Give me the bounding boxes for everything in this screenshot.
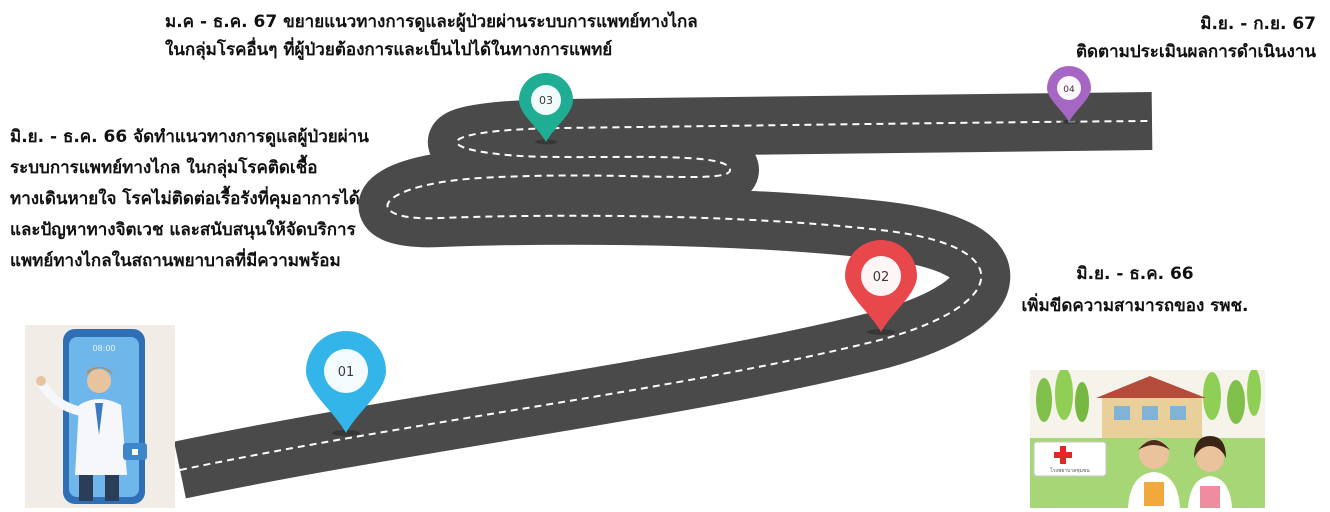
milestone-02-text: มิ.ย. - ธ.ค. 66 เพิ่มขีดความสามารถของ รพ… <box>1000 258 1270 322</box>
milestone-01-line-2: ระบบการแพทย์ทางไกล ในกลุ่มโรคติดเชื้อ <box>10 158 318 178</box>
road-centre-line <box>179 120 1153 471</box>
milestone-01-line-3: ทางเดินหายใจ โรคไม่ติดต่อเรื้อรังที่คุมอ… <box>10 189 360 209</box>
pin-01-label: 01 <box>338 365 355 380</box>
road-surface <box>174 92 1153 499</box>
pin-03-icon: 03 <box>519 73 573 145</box>
pin-04-label: 04 <box>1063 85 1075 95</box>
milestone-03-text: ม.ค - ธ.ค. 67 ขยายแนวทางการดูและผู้ป่วยผ… <box>165 8 698 64</box>
pin-02-icon: 02 <box>845 240 917 335</box>
pin-04-icon: 04 <box>1047 66 1091 124</box>
milestone-03-line-2: ในกลุ่มโรคอื่นๆ ที่ผู้ป่วยต้องการและเป็น… <box>165 40 613 60</box>
milestone-01-line-1: มิ.ย. - ธ.ค. 66 จัดทำแนวทางการดูแลผู้ป่ว… <box>10 127 369 147</box>
pin-01-icon: 01 <box>306 331 386 436</box>
milestone-01-text: มิ.ย. - ธ.ค. 66 จัดทำแนวทางการดูแลผู้ป่ว… <box>10 122 369 277</box>
hospital-sign-text: โรงพยาบาลชุมชน <box>1050 467 1090 474</box>
milestone-04-text: มิ.ย. - ก.ย. 67 ติดตามประเมินผลการดำเนิน… <box>1076 10 1316 66</box>
milestone-01-line-5: แพทย์ทางไกลในสถานพยาบาลที่มีความพร้อม <box>10 251 341 271</box>
milestone-02-line-1: มิ.ย. - ธ.ค. 66 <box>1076 264 1194 284</box>
milestone-03-line-1: ม.ค - ธ.ค. 67 ขยายแนวทางการดูและผู้ป่วยผ… <box>165 12 698 32</box>
milestone-04-line-1: มิ.ย. - ก.ย. 67 <box>1200 14 1316 34</box>
pin-03-label: 03 <box>539 94 553 107</box>
milestone-04-line-2: ติดตามประเมินผลการดำเนินงาน <box>1075 42 1316 62</box>
milestone-02-line-2: เพิ่มขีดความสามารถของ รพช. <box>1021 296 1249 316</box>
telemedicine-doctor-illustration: 08:00 <box>25 325 175 508</box>
milestone-01-line-4: และปัญหาทางจิตเวช และสนับสนุนให้จัดบริกา… <box>10 220 356 240</box>
phone-time: 08:00 <box>92 344 115 353</box>
community-hospital-illustration: โรงพยาบาลชุมชน <box>1030 370 1265 508</box>
pin-02-label: 02 <box>873 270 890 285</box>
